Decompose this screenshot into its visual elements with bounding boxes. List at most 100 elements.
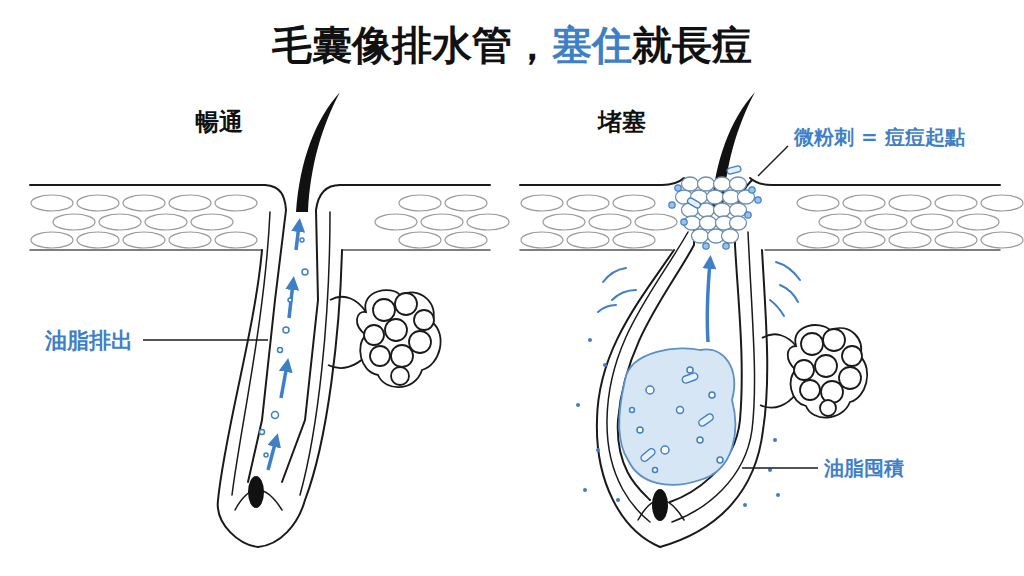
bacteria [697,413,714,428]
oil-droplet [302,269,308,275]
skin-layer [30,184,265,186]
skin-cell [797,232,839,248]
callout-label: 微粉刺 = 痘痘起點 [794,124,965,151]
skin-cell [889,232,931,248]
oil-droplet [630,408,635,413]
pressure-mark [598,262,800,316]
skin-cell [445,195,487,211]
follicle-wall [232,212,270,495]
skin-cell [843,195,885,211]
oil-droplet [723,243,729,249]
hair-bulb [248,476,264,508]
follicle-wall [300,212,330,495]
blocked-arrow [707,262,710,342]
plug-cell [730,177,747,191]
skin-cell [421,214,463,230]
skin-cell [77,195,119,211]
oil-droplet [653,468,658,473]
sebaceous-gland [842,346,862,366]
sebaceous-gland [821,381,843,403]
pressure-mark [612,290,636,300]
skin-cell [935,195,977,211]
oil-droplet [697,437,703,443]
skin-cell [865,214,907,230]
skin-cell [935,232,977,248]
pressure-mark [780,285,798,302]
sebaceous-gland [391,345,413,367]
oil-droplet [717,457,723,463]
skin-cell [521,232,563,248]
sebaceous-gland [370,346,390,366]
skin-cells [521,195,1023,248]
title-segment: 就長痘 [632,22,752,68]
sebaceous-gland [395,293,417,315]
sebaceous-gland [788,325,867,418]
skin-cell [169,232,211,248]
oil-droplet [669,202,675,208]
scatter-dot [603,363,607,367]
skin-cell [31,195,73,211]
skin-cell [567,232,609,248]
skin-cell [31,232,73,248]
oil-droplet [260,238,309,457]
skin-cell [215,195,257,211]
hair-bulb [652,489,668,521]
skin-layer [765,249,1000,251]
skin-layer [30,249,262,251]
title-segment: 毛囊像排水管， [272,22,552,68]
bacteria [726,165,741,174]
pressure-mark [603,268,626,282]
flow-arrow [281,365,287,398]
sebaceous-gland [794,360,814,380]
skin-cell [589,214,631,230]
oil-droplet [703,243,709,249]
follicle-wall [218,185,342,547]
skin-cell [145,214,187,230]
title-segment: 塞住 [552,22,632,68]
leader-line [742,467,818,469]
skin-cell [53,214,95,230]
plug-cell [730,203,747,217]
skin-cell [567,195,609,211]
skin-cell [889,195,931,211]
plug-cell [700,216,717,230]
skin-cell [123,195,165,211]
flow-arrow [268,440,276,470]
skin-cell [467,214,509,230]
skin-layer [30,185,490,250]
skin-cell [169,195,211,211]
follicle-wall [258,250,342,547]
skin-layer [750,178,1000,185]
sebaceous-gland [815,355,837,377]
oil-droplet [260,430,265,435]
plug-cell [714,203,731,217]
skin-layer [520,178,1000,250]
skin-cell [613,232,655,248]
skin-cell [399,195,441,211]
oil-droplet [675,185,681,191]
leader-line [742,146,818,468]
panel-heading: 堵塞 [598,106,646,138]
oil-droplet [646,386,654,394]
leader-line [143,339,268,341]
skin-cell [635,214,677,230]
scatter-dot [588,338,592,342]
skin-layer [520,178,684,185]
skin-cell [819,214,861,230]
oil-droplet [637,427,643,433]
oil-droplet [677,407,684,414]
microcomedone-plug [669,165,761,249]
skin-cell [375,214,417,230]
sebaceous-gland [330,297,366,312]
plug-cell [692,229,709,243]
skin-cell [797,195,839,211]
bacteria [681,372,698,384]
panel-heading: 暢通 [195,106,243,138]
oil-droplet [272,412,279,419]
pressure-mark [770,300,784,316]
sebaceous-gland [762,334,796,346]
scatter-dot [596,448,600,452]
scatter-dot [616,498,620,502]
hair-shaft [296,92,340,212]
sebaceous-gland [414,310,434,330]
